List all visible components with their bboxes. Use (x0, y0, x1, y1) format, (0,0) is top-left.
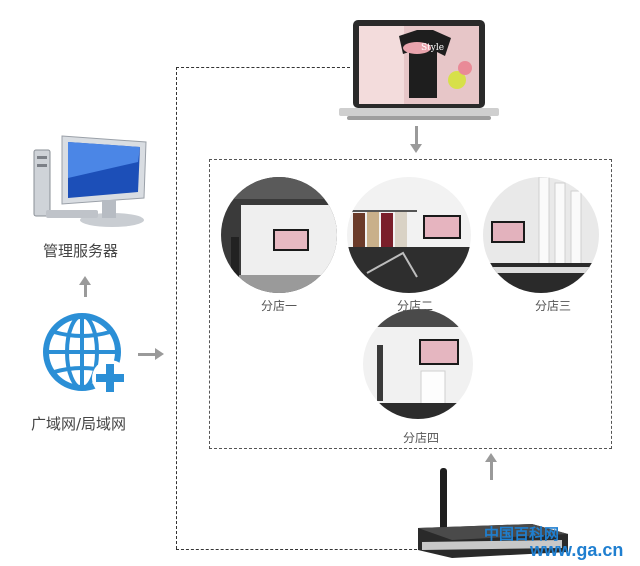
store-1-label: 分店一 (260, 299, 298, 313)
connection-line-top (176, 67, 350, 68)
arrow-router-to-stores-head (485, 453, 497, 462)
store-3-photo (483, 177, 599, 293)
store-2-photo (347, 177, 471, 293)
laptop-screen-text: Style (421, 43, 444, 53)
arrow-network-to-stores (138, 353, 155, 356)
connection-line-bottom (176, 549, 422, 550)
arrow-network-to-stores-head (155, 348, 164, 360)
store-4-label: 分店四 (402, 431, 440, 445)
connection-line-left (176, 67, 177, 549)
arrow-laptop-to-stores-head (410, 144, 422, 153)
server-label: 管理服务器 (43, 242, 119, 260)
network-label: 广域网/局域网 (31, 415, 127, 433)
store-3-label: 分店三 (534, 299, 572, 313)
laptop-icon: Style (339, 20, 499, 120)
store-4-photo (363, 309, 473, 419)
watermark-line-2: www.ga.cn (530, 540, 624, 560)
network-globe-icon (43, 313, 128, 396)
arrow-router-to-stores (490, 462, 493, 480)
store-1-photo (221, 177, 337, 293)
arrow-laptop-to-stores (415, 126, 418, 144)
arrow-network-to-server-head (79, 276, 91, 285)
server-computer-icon (33, 135, 147, 227)
stores-frame (209, 159, 612, 449)
router-icon (418, 468, 568, 558)
watermark-line-1: 中国百科网 (484, 526, 560, 543)
arrow-network-to-server (84, 285, 87, 297)
